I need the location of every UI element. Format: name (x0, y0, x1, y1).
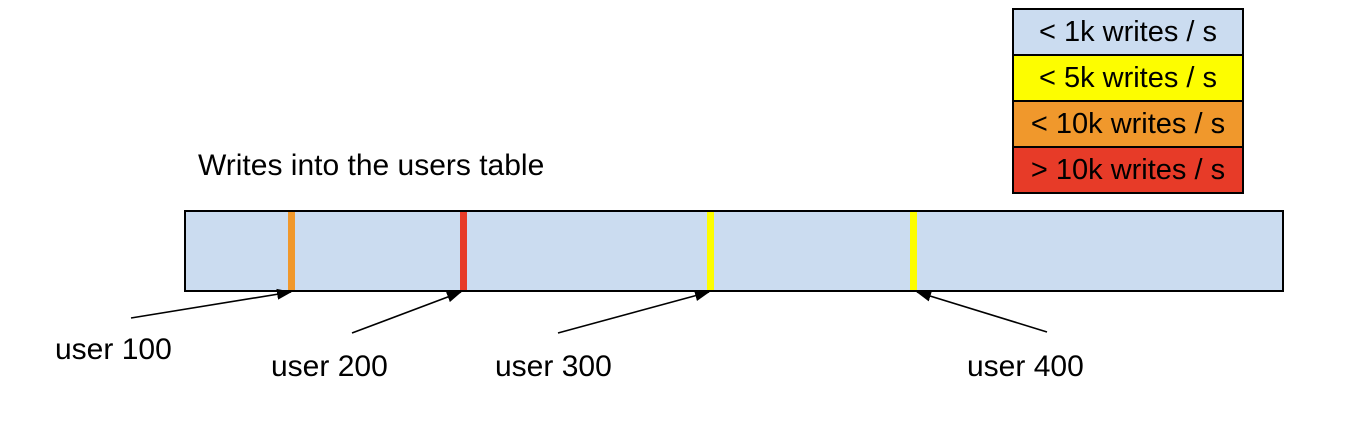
legend: < 1k writes / s < 5k writes / s < 10k wr… (1012, 8, 1244, 194)
user-100-label: user 100 (55, 333, 172, 366)
legend-item-lt-5k: < 5k writes / s (1012, 54, 1244, 102)
arrow-user-400 (916, 290, 1048, 333)
user-200-label: user 200 (271, 350, 388, 383)
user-400-label: user 400 (967, 350, 1084, 383)
arrow-user-100 (130, 288, 292, 319)
hotspot-marker-user-100 (288, 212, 295, 290)
legend-item-lt-1k: < 1k writes / s (1012, 8, 1244, 56)
legend-item-lt-10k: < 10k writes / s (1012, 100, 1244, 148)
hotspot-marker-user-200 (460, 212, 467, 290)
users-table-bar (184, 210, 1284, 292)
diagram-title: Writes into the users table (198, 149, 545, 182)
user-300-label: user 300 (495, 350, 612, 383)
hotspot-marker-user-300 (707, 212, 714, 290)
legend-item-gt-10k: > 10k writes / s (1012, 146, 1244, 194)
hotspot-marker-user-400 (910, 212, 917, 290)
arrow-user-300 (557, 290, 710, 334)
arrow-user-200 (351, 291, 462, 334)
